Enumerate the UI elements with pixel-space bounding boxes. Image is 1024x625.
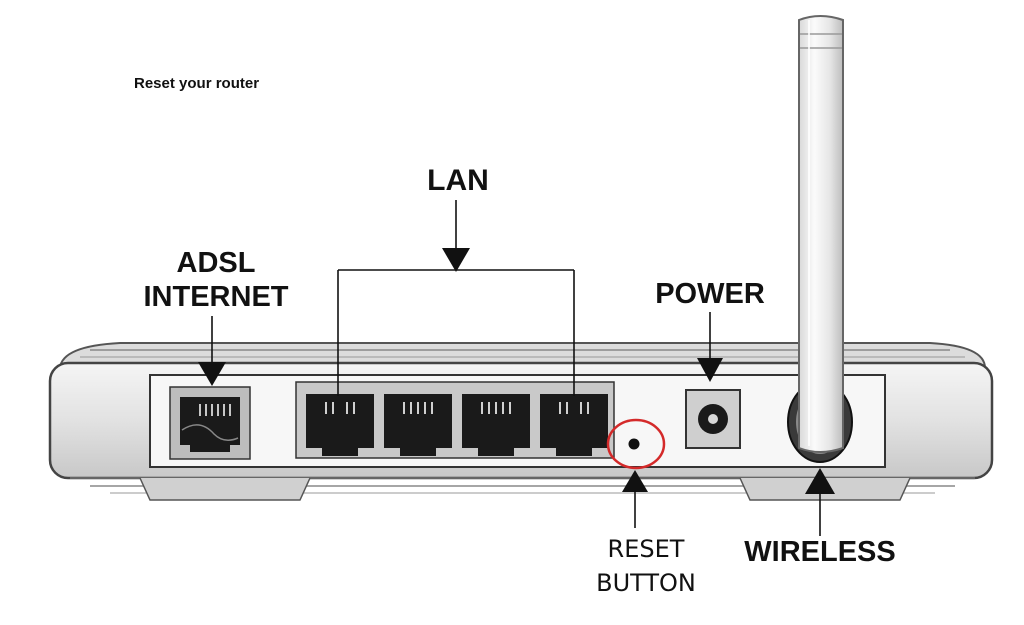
adsl-label-line1: ADSL [177,247,256,279]
power-down-arrow-icon [697,358,723,382]
lan-port-4-icon [540,394,608,456]
lan-port-1-icon [306,394,374,456]
reset-up-arrow-icon [622,470,648,492]
wireless-label: WIRELESS [744,536,895,568]
reset-highlight-circle [606,418,666,470]
power-label: POWER [655,278,765,310]
wireless-antenna-icon [787,15,853,463]
adsl-down-arrow-icon [198,362,226,386]
lan-port-2-icon [384,394,452,456]
lan-port-3-icon [462,394,530,456]
reset-hole-icon[interactable] [628,438,640,450]
reset-label-line1: RESET [608,535,685,563]
lan-down-arrow-icon [442,248,470,272]
reset-label-line2: BUTTON [596,569,696,597]
lan-label: LAN [427,164,489,197]
page-title: Reset your router [134,75,259,92]
adsl-port-icon [169,386,251,460]
wireless-up-arrow-icon [805,468,835,494]
power-jack-icon [685,389,741,449]
adsl-label-line2: INTERNET [144,281,289,313]
